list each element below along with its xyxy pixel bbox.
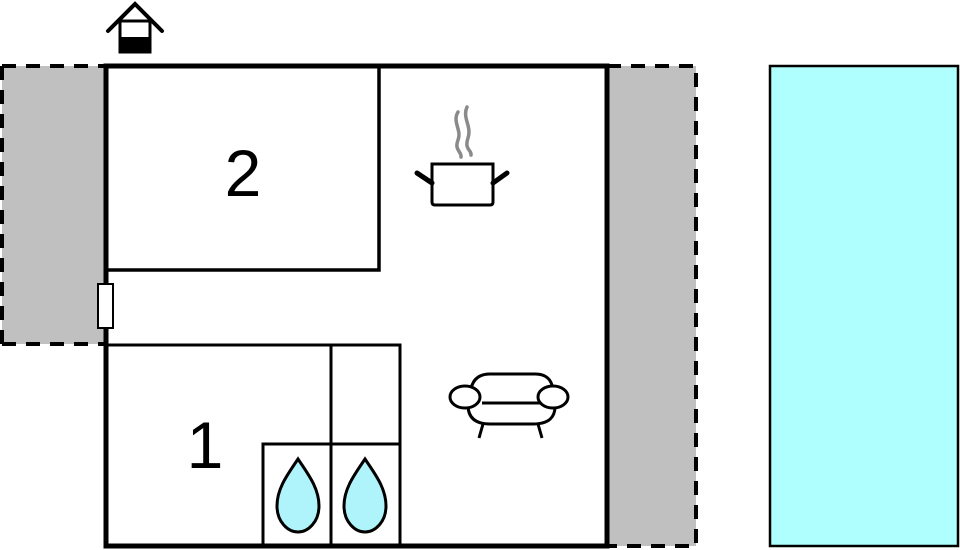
entrance-house-icon	[106, 1, 164, 54]
bedroom-1: 1	[106, 343, 402, 546]
terrace-left	[0, 64, 106, 346]
bathroom-water-drop-icon	[275, 456, 321, 534]
room-label-2: 2	[225, 136, 262, 210]
living-room-sofa-icon	[448, 372, 570, 439]
side-door	[97, 283, 114, 329]
kitchen-pot-icon	[414, 105, 510, 207]
swimming-pool	[768, 64, 960, 548]
house-outer-wall	[103, 63, 610, 549]
bedroom-2: 2	[106, 66, 381, 272]
bathroom-water-drop-icon	[342, 456, 388, 534]
terrace-right	[607, 64, 698, 548]
room-label-1: 1	[187, 408, 224, 482]
